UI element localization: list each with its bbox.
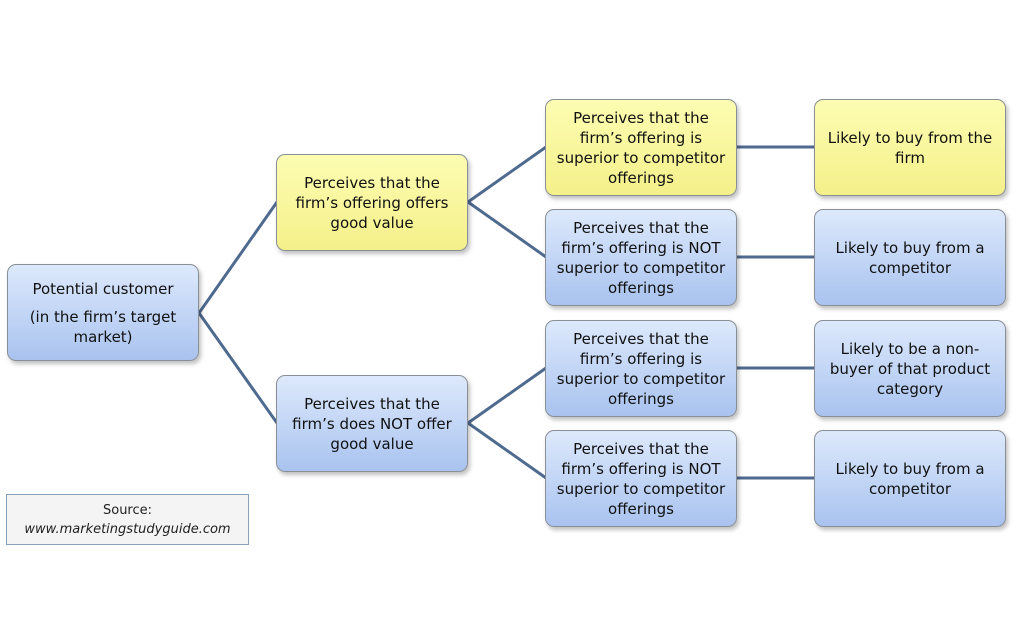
node-gv-superior: Perceives that the firm’s offering is su… — [545, 99, 737, 196]
node-outcome-buy-from-competitor-2-label: Likely to buy from a competitor — [835, 459, 985, 498]
node-outcome-buy-from-competitor-2: Likely to buy from a competitor — [814, 430, 1006, 527]
connector-good-value-to-not-superior — [466, 200, 548, 259]
node-good-value: Perceives that the firm’s offering offer… — [276, 154, 468, 251]
source-url: www.marketingstudyguide.com — [24, 521, 231, 537]
node-gv-superior-label: Perceives that the firm’s offering is su… — [556, 108, 726, 187]
node-gv-not-superior-label: Perceives that the firm’s offering is NO… — [556, 218, 726, 297]
node-potential-customer-line2: (in the firm’s target market) — [29, 307, 177, 346]
node-outcome-buy-from-firm: Likely to buy from the firm — [814, 99, 1006, 196]
node-ngv-superior: Perceives that the firm’s offering is su… — [545, 320, 737, 417]
node-good-value-label: Perceives that the firm’s offering offer… — [295, 173, 449, 232]
node-no-good-value-label: Perceives that the firm’s does NOT offer… — [292, 394, 452, 453]
node-gv-not-superior: Perceives that the firm’s offering is NO… — [545, 209, 737, 306]
node-outcome-non-buyer-label: Likely to be a non-buyer of that product… — [829, 339, 991, 398]
node-ngv-superior-label: Perceives that the firm’s offering is su… — [556, 329, 726, 408]
node-no-good-value: Perceives that the firm’s does NOT offer… — [276, 375, 468, 472]
source-box: Source: www.marketingstudyguide.com — [6, 494, 249, 545]
node-ngv-not-superior-label: Perceives that the firm’s offering is NO… — [556, 439, 726, 518]
connector-good-value-to-superior — [466, 145, 548, 204]
node-outcome-non-buyer: Likely to be a non-buyer of that product… — [814, 320, 1006, 417]
source-label: Source: — [102, 502, 153, 518]
connector-root-to-no-good-value — [197, 311, 279, 425]
connector-root-to-good-value — [197, 200, 279, 315]
node-outcome-buy-from-competitor: Likely to buy from a competitor — [814, 209, 1006, 306]
connector-no-good-value-to-superior — [466, 366, 548, 425]
node-ngv-not-superior: Perceives that the firm’s offering is NO… — [545, 430, 737, 527]
connector-no-good-value-to-not-superior — [466, 421, 548, 480]
node-potential-customer-line1: Potential customer — [32, 279, 174, 298]
node-outcome-buy-from-competitor-label: Likely to buy from a competitor — [835, 238, 985, 277]
node-outcome-buy-from-firm-label: Likely to buy from the firm — [827, 128, 993, 167]
node-potential-customer: Potential customer (in the firm’s target… — [7, 264, 199, 361]
